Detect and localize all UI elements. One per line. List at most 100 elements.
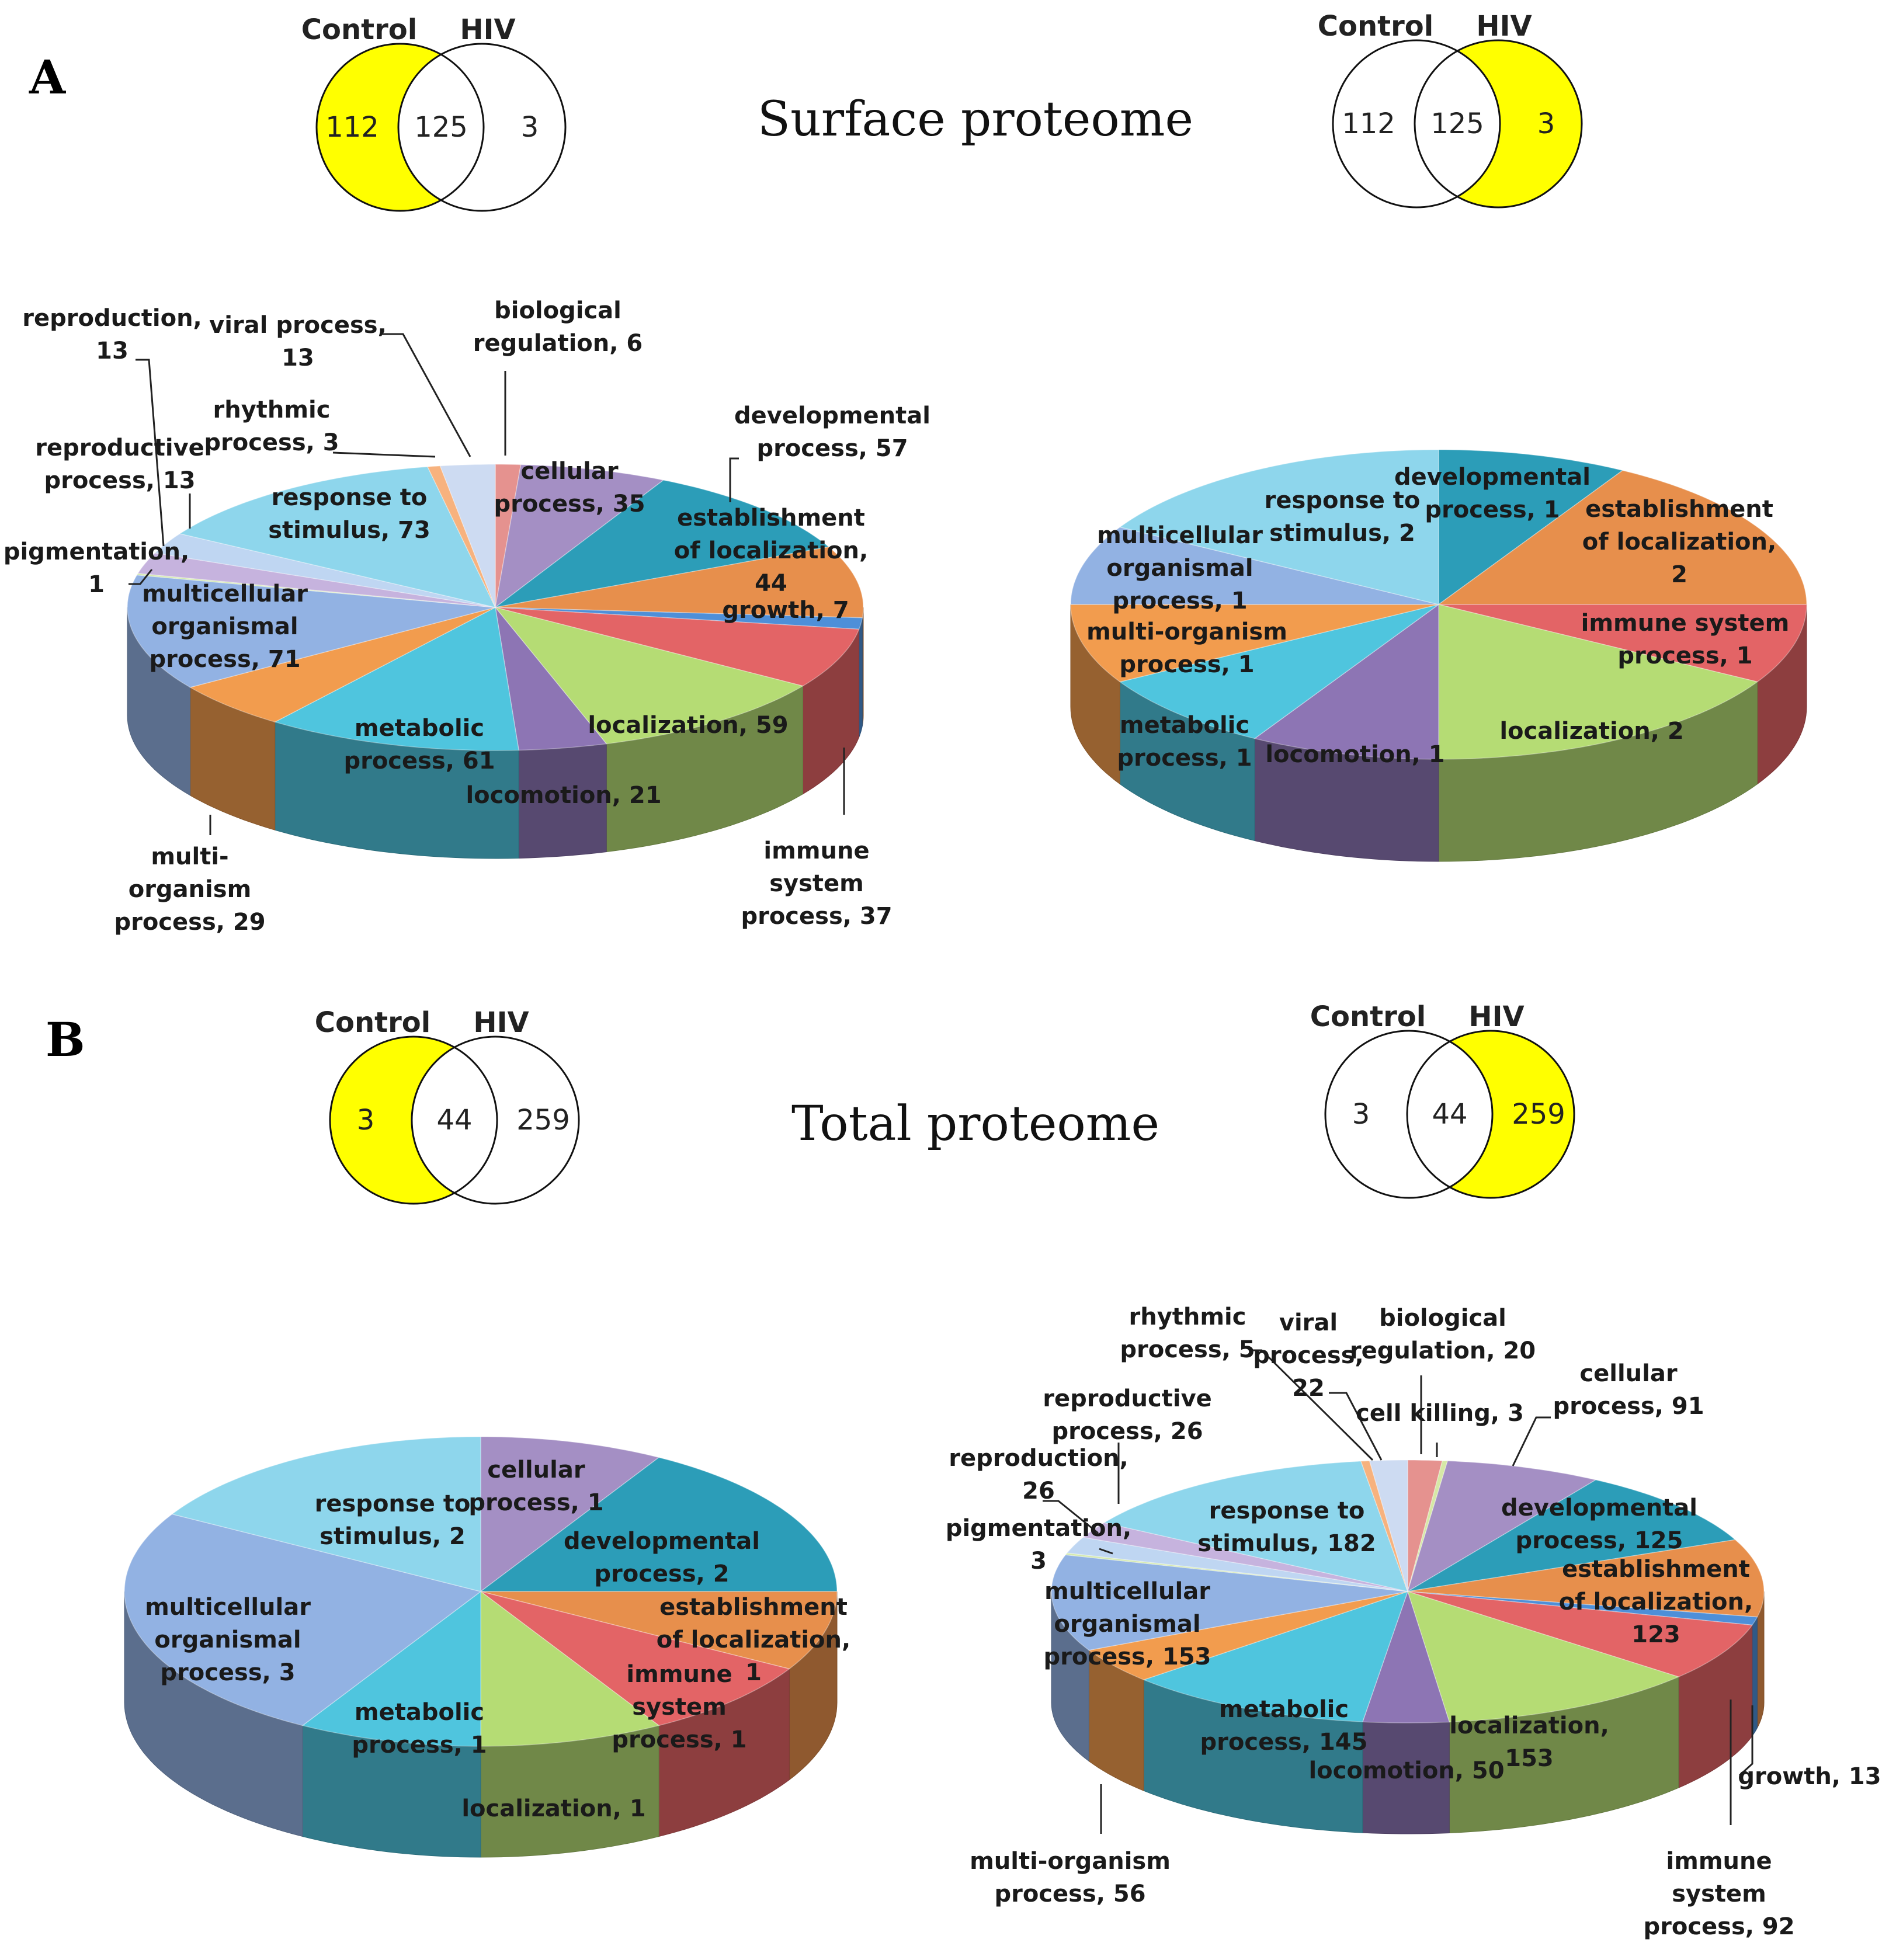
venn-highlight-crescent (315, 43, 485, 212)
pie-slice-locomotion (494, 606, 607, 751)
pie-slice-multicellular-organismal-process (124, 1513, 482, 1726)
slice-label-pigmentation: pigmentation,1 (4, 538, 189, 598)
pie-slice-immune-system-process (495, 607, 860, 687)
venn-diagram: Control HIV 3 44 259 (315, 1006, 580, 1205)
pie-slice-establishment-of-localization (480, 1591, 838, 1670)
pie-slice-immune-system-process (480, 1591, 791, 1726)
venn-label-control: Control (315, 1006, 430, 1039)
venn-circle-control (329, 1035, 498, 1205)
venn-highlight-crescent (1406, 1030, 1575, 1199)
pie-slice-multicellular-organismal-process (1070, 526, 1439, 605)
pie-side-multicellular-organismal-process (127, 607, 191, 796)
pie-slice-multicellular-organismal-process (1051, 1554, 1408, 1651)
slice-label-localization: localization, 59 (588, 712, 788, 739)
pie-slice-establishment-of-localization (1407, 1539, 1765, 1618)
slice-label-cell-killing: cell killing, 3 (1356, 1400, 1524, 1427)
venn-circle-hiv (397, 43, 567, 212)
venn-label-hiv: HIV (460, 13, 515, 46)
leader-line-viral-process (380, 333, 471, 457)
pie-slice-reproduction (1066, 1537, 1408, 1592)
slice-label-viral-process: viral process,13 (209, 312, 387, 371)
pie-slice-biological-regulation (1407, 1459, 1443, 1592)
venn-count-shared: 44 (436, 1104, 472, 1137)
leader-line-rhythmic-process (332, 451, 436, 458)
venn-label-hiv: HIV (1476, 10, 1532, 43)
venn-circle-control (315, 43, 485, 212)
pie-slice-immune-system-process (1438, 604, 1807, 683)
venn-count-hiv-only: 259 (516, 1104, 570, 1137)
venn-count-control-only: 3 (357, 1104, 375, 1137)
venn-count-shared: 125 (414, 111, 468, 144)
venn-count-shared: 125 (1430, 107, 1484, 140)
slice-label-localization: localization,153 (1449, 1712, 1609, 1772)
pie-side-growth (859, 617, 863, 738)
pie-slice-localization (1407, 1590, 1680, 1723)
leader-line-pigmentation (1099, 1548, 1113, 1555)
pie-slice-developmental-process (495, 479, 830, 608)
pie-slice-response-to-stimulus (1119, 449, 1439, 605)
pie-slice-metabolic-process (1119, 604, 1439, 739)
leader-line-developmental-process (729, 457, 739, 502)
pie-slice-developmental-process (1407, 1479, 1737, 1592)
venn-circle-hiv (1414, 39, 1583, 208)
slice-label-localization: localization, 1 (461, 1795, 645, 1822)
panel-letter-a: A (29, 50, 66, 105)
venn-count-control-only: 112 (1342, 107, 1395, 140)
slice-label-reproduction: reproduction,13 (22, 305, 202, 364)
pie-slice-cellular-process (1407, 1460, 1597, 1593)
venn-label-control: Control (1310, 1000, 1426, 1033)
pie-slice-metabolic-process (273, 606, 519, 751)
pie-slice-developmental-process (1438, 449, 1624, 606)
venn-highlight-crescent (329, 1035, 498, 1205)
venn-circle-control (1324, 1030, 1494, 1199)
pie-slice-cellular-process (480, 1436, 660, 1593)
pie-slice-response-to-stimulus (171, 1436, 481, 1592)
slice-label-growth: growth, 7 (722, 597, 849, 624)
slice-label-pigmentation: pigmentation,3 (946, 1515, 1131, 1575)
pie-slice-response-to-stimulus (179, 466, 496, 609)
panel-letter-b: B (46, 1012, 85, 1067)
venn-label-hiv: HIV (473, 1006, 529, 1039)
venn-circle-control (1332, 39, 1501, 208)
pie-slice-establishment-of-localization (1437, 470, 1807, 605)
venn-label-control: Control (1318, 10, 1433, 43)
pie-slice-localization (480, 1590, 660, 1747)
slice-label-localization: localization, 2 (1499, 718, 1683, 745)
venn-count-hiv-only: 3 (521, 111, 539, 144)
